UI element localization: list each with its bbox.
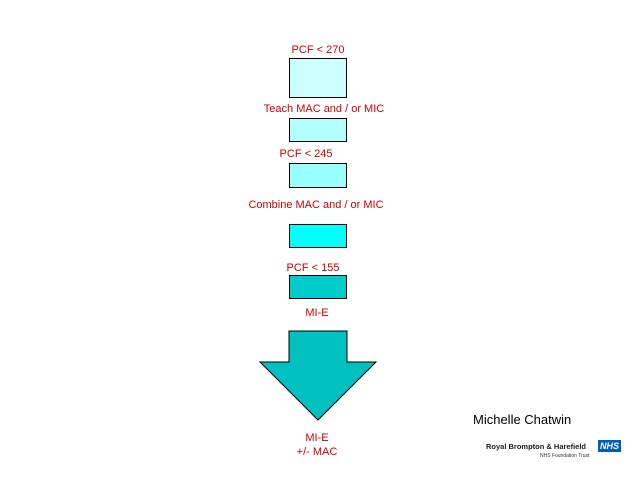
result-line-2: +/- MAC bbox=[296, 446, 338, 458]
author-name: Michelle Chatwin bbox=[473, 412, 572, 427]
step-label-pcf-270: PCF < 270 bbox=[291, 44, 345, 56]
down-arrow-shape bbox=[258, 330, 378, 421]
step-box-2 bbox=[289, 118, 347, 142]
step-label-pcf-155: PCF < 155 bbox=[286, 262, 340, 274]
step-label-pcf-245: PCF < 245 bbox=[279, 148, 333, 160]
step-label-teach-mac-mic: Teach MAC and / or MIC bbox=[263, 103, 385, 115]
step-box-3 bbox=[289, 163, 347, 188]
logo-name: Royal Brompton & Harefield bbox=[486, 442, 587, 451]
step-box-5 bbox=[289, 275, 347, 299]
step-label-combine-mac-mic: Combine MAC and / or MIC bbox=[248, 199, 384, 211]
nhs-badge-icon: NHS bbox=[598, 440, 621, 452]
step-label-mi-e: MI-E bbox=[305, 307, 329, 319]
hospital-logo: Royal Brompton & Harefield NHS Foundatio… bbox=[486, 440, 622, 462]
result-line-1: MI-E bbox=[305, 432, 329, 444]
step-box-4 bbox=[289, 224, 347, 248]
step-box-1 bbox=[289, 58, 347, 98]
logo-sub: NHS Foundation Trust bbox=[540, 453, 590, 459]
